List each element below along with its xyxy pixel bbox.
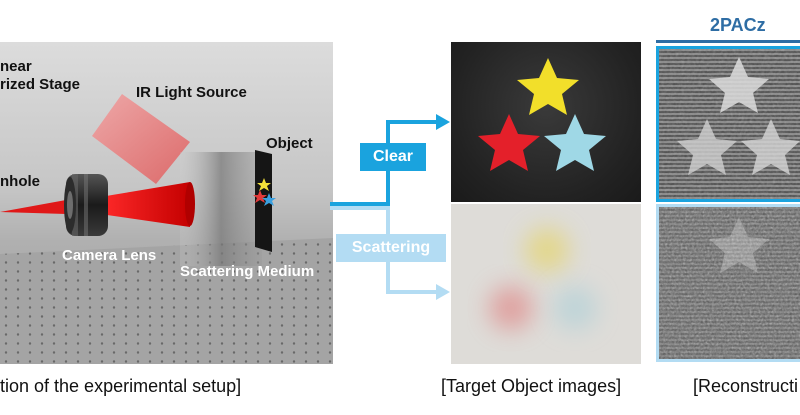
target-stars-blurred xyxy=(489,228,597,330)
reconstruction-clear-image xyxy=(659,49,800,199)
blur-yellow xyxy=(525,228,569,272)
targets-caption: [Target Object images] xyxy=(441,376,622,396)
object-star-red xyxy=(253,190,267,203)
star-yellow xyxy=(517,58,579,115)
star-red xyxy=(478,114,540,171)
table-holes xyxy=(0,238,333,364)
beam-lens-to-medium xyxy=(100,182,190,227)
tag-scattering: Scattering xyxy=(336,234,446,262)
lens-glass xyxy=(67,191,73,219)
setup-illustration: near rized Stage IR Light Source Object … xyxy=(0,42,333,364)
target-stars-clear xyxy=(478,58,606,171)
recon-star-right xyxy=(741,119,800,175)
object-star-blue xyxy=(262,193,276,206)
label-camera-lens: Camera Lens xyxy=(62,247,157,264)
recon-clear-noise xyxy=(659,49,800,199)
star-cyan xyxy=(544,114,606,171)
label-ir-light-source: IR Light Source xyxy=(136,84,247,101)
reconstruction-caption: [Reconstructi xyxy=(693,376,799,396)
lens-ring-2 xyxy=(84,174,88,236)
blur-red xyxy=(489,286,533,330)
recon-scatter-star-top xyxy=(709,217,769,273)
ir-light-source xyxy=(92,94,190,184)
label-pinhole: nhole xyxy=(0,173,40,190)
arrow-scattering-head xyxy=(436,284,450,300)
reconstruction-scattering xyxy=(656,204,800,362)
tag-clear: Clear xyxy=(360,143,426,171)
object-star-yellow xyxy=(257,178,271,191)
setup-drawing xyxy=(0,94,333,364)
target-image-clear xyxy=(451,42,641,202)
reconstruction-clear xyxy=(656,46,800,202)
label-object: Object xyxy=(266,135,313,152)
label-stage-line2: rized Stage xyxy=(0,76,81,93)
beam-pinhole xyxy=(0,200,66,214)
reconstruction-scattering-image xyxy=(659,207,800,359)
reconstruction-title-rule xyxy=(656,40,800,43)
recon-star-top xyxy=(709,57,769,113)
reconstruction-title: 2PACz xyxy=(710,15,766,35)
flow-arrows xyxy=(330,114,450,300)
target-image-scattering xyxy=(451,204,641,364)
beam-end xyxy=(185,182,195,226)
recon-scatter-stripes xyxy=(659,207,800,359)
label-scattering-medium: Scattering Medium xyxy=(180,263,315,280)
label-motorized-stage: near rized Stage xyxy=(0,58,80,94)
arrow-clear-head xyxy=(436,114,450,130)
label-stage-line1: near xyxy=(0,58,32,75)
setup-caption: tion of the experimental setup] xyxy=(0,376,242,396)
recon-star-left xyxy=(677,119,737,175)
blur-cyan xyxy=(553,286,597,330)
